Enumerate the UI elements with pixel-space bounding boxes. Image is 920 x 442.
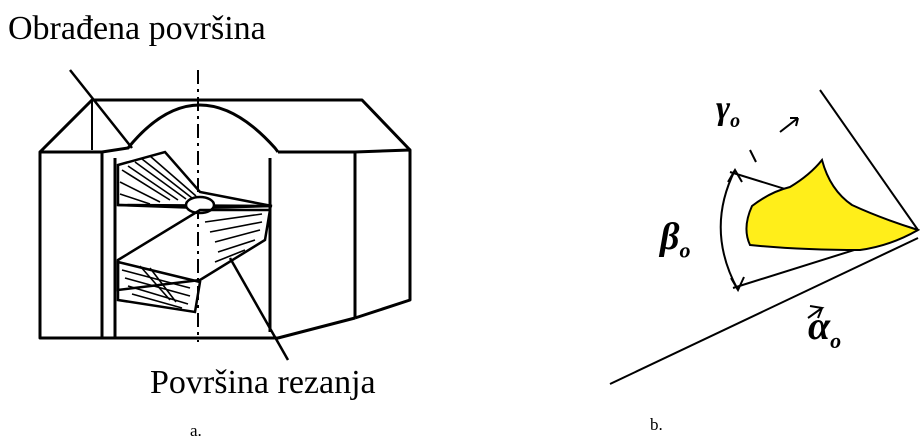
top-face xyxy=(38,98,412,154)
bottom-edge xyxy=(102,316,356,340)
right-front-face xyxy=(278,150,357,318)
beta-arc xyxy=(719,169,739,291)
caption-b: b. xyxy=(650,415,663,434)
gamma-arrow xyxy=(779,117,799,133)
gamma-arc xyxy=(749,149,757,163)
workpiece-block xyxy=(38,98,412,340)
leader-machined-surface xyxy=(69,69,133,149)
leader-cutting-surface xyxy=(228,257,290,361)
helical-surface-middle xyxy=(116,208,272,292)
reference-line-top xyxy=(819,89,919,231)
helical-surface-lower xyxy=(116,260,202,314)
helical-surface-upper xyxy=(116,150,273,215)
beta-arrow-top xyxy=(727,168,743,183)
cutting-tool xyxy=(745,157,920,252)
cutting-surface-label: Površina rezanja xyxy=(150,364,376,401)
beta-angle-label: βo xyxy=(660,216,691,263)
arch-cut xyxy=(101,103,280,154)
left-front-face xyxy=(38,150,104,340)
beta-arrow-bottom xyxy=(730,276,745,293)
gamma-angle-label: γo xyxy=(716,90,741,132)
alpha-angle-label: αo xyxy=(808,303,842,353)
caption-a: a. xyxy=(190,421,202,440)
machined-surface-label: Obrađena površina xyxy=(8,10,266,47)
alpha-arrow xyxy=(807,305,825,319)
reference-line-bottom xyxy=(609,237,919,385)
right-side-face xyxy=(354,148,412,320)
